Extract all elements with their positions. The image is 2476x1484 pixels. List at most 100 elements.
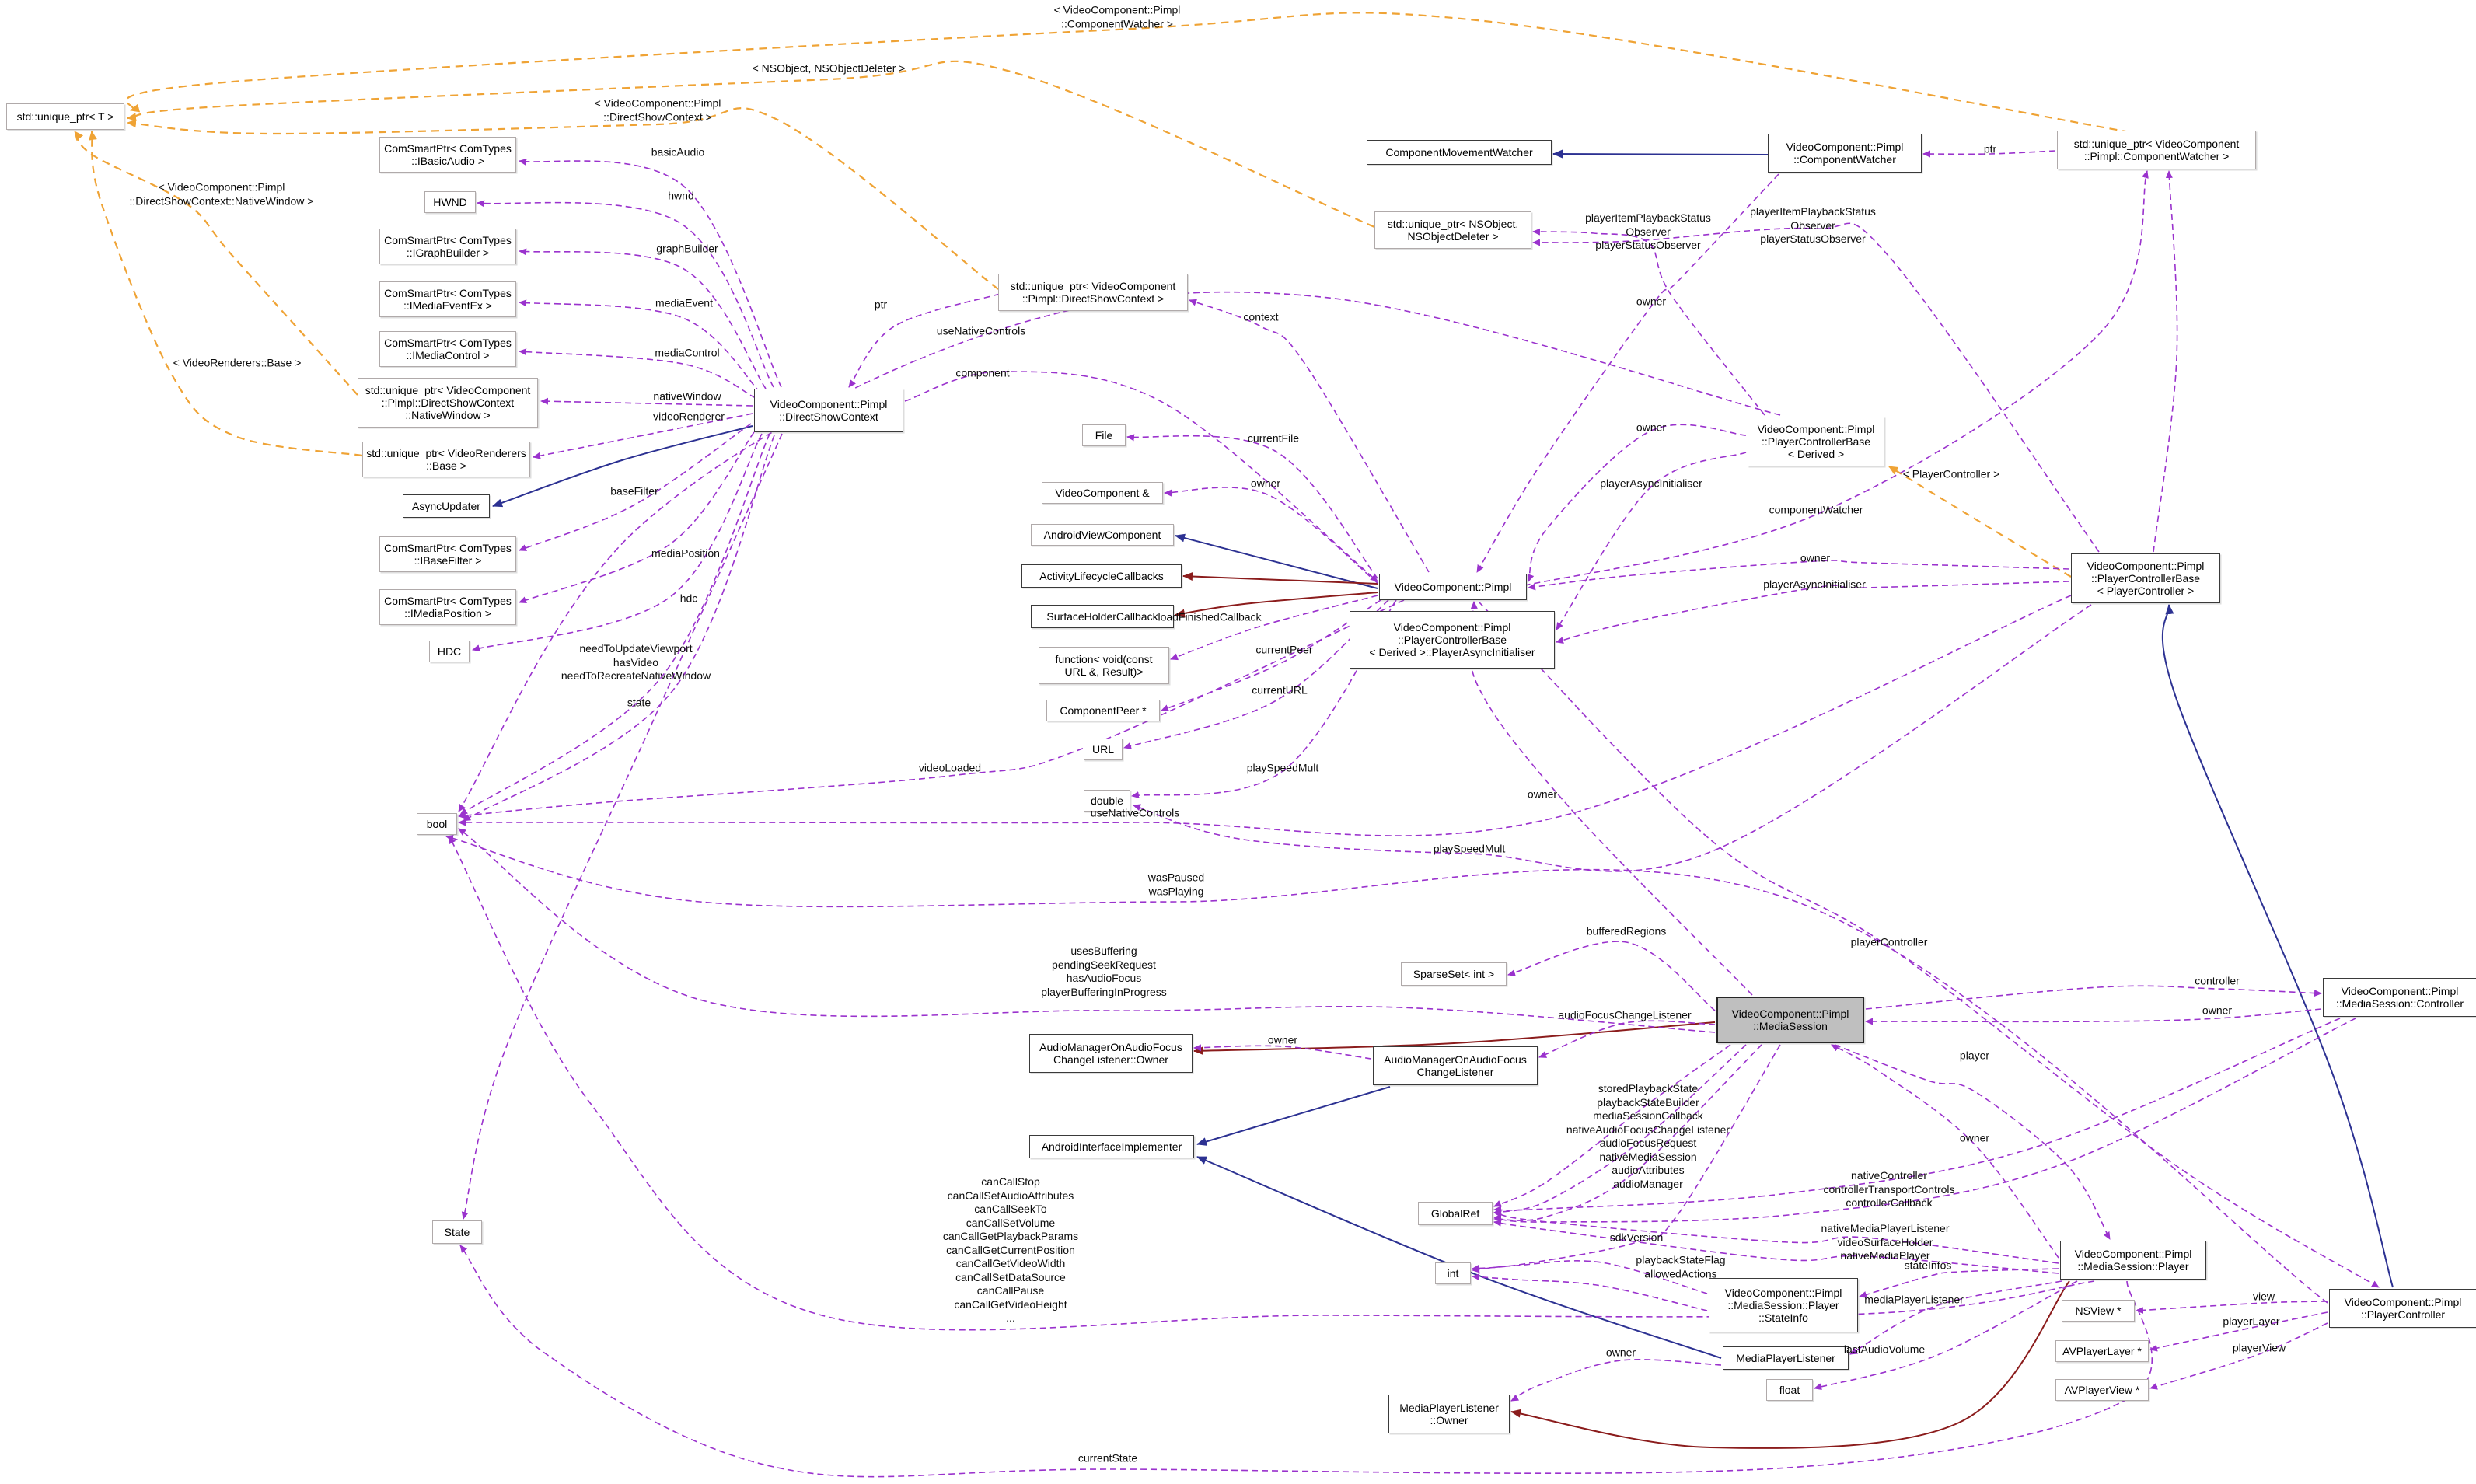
edge-pd [1532, 228, 1765, 416]
edge-label: hdc [679, 592, 698, 605]
edge-label: owner [2202, 1004, 2233, 1017]
node-playercontroller[interactable]: VideoComponent::Pimpl ::PlayerController [2329, 1289, 2476, 1328]
edge-pd [458, 828, 1716, 1033]
edge-label: playerItemPlaybackStatus Observer player… [1585, 211, 1711, 251]
edge-label: playerView [2232, 1341, 2286, 1354]
edge-pd [1472, 1273, 1708, 1311]
node-avplayerlayer-ptr: AVPlayerLayer * [2055, 1340, 2149, 1362]
node-activitylifecyclecallbacks[interactable]: ActivityLifecycleCallbacks [1021, 564, 1182, 588]
edge-pd [1538, 1020, 1716, 1058]
edge-pd [519, 248, 767, 389]
edge-label: useNativeControls [1090, 806, 1180, 819]
node-comsmartptr-imediaposition: ComSmartPtr< ComTypes ::IMediaPosition > [379, 589, 516, 625]
edge-pd [1510, 1359, 1722, 1402]
edge-label: nativeWindow [653, 389, 721, 403]
node-directshowcontext[interactable]: VideoComponent::Pimpl ::DirectShowContex… [754, 389, 903, 432]
node-videocomponent-ref: VideoComponent & [1042, 482, 1163, 504]
node-uptr-videorenderers-base: std::unique_ptr< VideoRenderers ::Base > [362, 442, 530, 477]
edge-bs [1552, 149, 1769, 159]
edge-bs [1175, 533, 1378, 589]
edge-pd [1493, 1219, 2059, 1274]
edge-pd [1193, 1044, 1372, 1060]
edge-label: bufferedRegions [1586, 924, 1667, 938]
edge-pd [519, 299, 761, 393]
node-componentpeer-ptr: ComponentPeer * [1046, 700, 1160, 721]
edge-pd [1527, 424, 1747, 582]
node-audiofocus-owner[interactable]: AudioManagerOnAudioFocus ChangeListener:… [1029, 1034, 1193, 1073]
node-file: File [1082, 424, 1126, 446]
edge-od [1888, 466, 2072, 578]
node-uptr-nativewindow: std::unique_ptr< VideoComponent ::Pimpl:… [358, 378, 538, 428]
edge-label: playSpeedMult [1433, 842, 1506, 855]
edge-label: owner [1959, 1131, 1990, 1144]
node-uptr-directshowcontext: std::unique_ptr< VideoComponent ::Pimpl:… [998, 274, 1188, 311]
node-comsmartptr-ibasefilter: ComSmartPtr< ComTypes ::IBaseFilter > [379, 536, 516, 572]
edge-pd [2153, 170, 2178, 553]
node-globalref: GlobalRef [1418, 1202, 1493, 1225]
node-asyncupdater[interactable]: AsyncUpdater [403, 494, 490, 518]
edge-label: owner [1800, 551, 1831, 564]
edge-label: needToUpdateViewport hasVideo needToRecr… [561, 641, 711, 682]
node-mediasession-player[interactable]: VideoComponent::Pimpl ::MediaSession::Pl… [2060, 1241, 2206, 1280]
node-comsmartptr-imediacontrol: ComSmartPtr< ComTypes ::IMediaControl > [379, 331, 516, 367]
node-mediaplayerlistener[interactable]: MediaPlayerListener [1723, 1346, 1849, 1370]
edge-label: view [2252, 1290, 2275, 1303]
node-mediasession[interactable]: VideoComponent::Pimpl ::MediaSession [1716, 997, 1864, 1043]
node-surfaceholdercallback[interactable]: SurfaceHolderCallback [1031, 605, 1174, 628]
edge-label: player [1959, 1049, 1990, 1062]
node-audiofocus-listener[interactable]: AudioManagerOnAudioFocus ChangeListener [1373, 1046, 1538, 1085]
edge-label: currentURL [1252, 683, 1308, 697]
node-float: float [1766, 1379, 1813, 1401]
node-mediaplayerlistener-owner[interactable]: MediaPlayerListener ::Owner [1388, 1395, 1510, 1433]
edge-pd [519, 431, 755, 603]
node-mediasession-controller[interactable]: VideoComponent::Pimpl ::MediaSession::Co… [2323, 978, 2476, 1017]
edge-label: mediaPosition [651, 546, 720, 560]
edge-label: loadFinishedCallback [1158, 610, 1262, 623]
node-state: State [432, 1220, 482, 1244]
edge-label: nativeMediaPlayerListener videoSurfaceHo… [1821, 1221, 1950, 1262]
edge-label: component [955, 366, 1010, 379]
edge-od [74, 131, 358, 396]
node-comsmartptr-ibasicaudio: ComSmartPtr< ComTypes ::IBasicAudio > [379, 137, 516, 173]
edge-label: playbackStateFlag allowedActions [1636, 1253, 1726, 1280]
node-playercontrollerbase-playercontroller[interactable]: VideoComponent::Pimpl ::PlayerController… [2071, 553, 2220, 603]
edge-label: owner [1605, 1346, 1636, 1359]
edge-pd [1164, 487, 1378, 584]
node-androidinterfaceimplementer[interactable]: AndroidInterfaceImplementer [1029, 1135, 1194, 1158]
node-pimpl[interactable]: VideoComponent::Pimpl [1379, 574, 1527, 600]
edge-pd [2149, 1322, 2328, 1390]
edge-label: mediaControl [655, 346, 720, 359]
node-playercontrollerbase-derived[interactable]: VideoComponent::Pimpl ::PlayerController… [1748, 417, 1884, 466]
node-androidviewcomponent: AndroidViewComponent [1031, 524, 1174, 546]
edge-label: baseFilter [610, 484, 658, 498]
edge-label: lastAudioVolume [1843, 1343, 1926, 1356]
edge-pd [2136, 1301, 2328, 1314]
edge-label: owner [1267, 1033, 1298, 1046]
edge-label: < NSObject, NSObjectDeleter > [752, 61, 906, 75]
edge-label: usesBuffering pendingSeekRequest hasAudi… [1041, 945, 1167, 998]
node-function-void-url-result: function< void(const URL &, Result)> [1039, 647, 1169, 684]
edge-label: playerAsyncInitialiser [1763, 578, 1866, 591]
edge-label: currentFile [1247, 431, 1300, 445]
edge-pd [1865, 1008, 2322, 1025]
edge-label: playerAsyncInitialiser [1600, 477, 1702, 490]
edge-label: owner [1636, 295, 1667, 308]
node-comsmartptr-imediaeventex: ComSmartPtr< ComTypes ::IMediaEventEx > [379, 281, 516, 317]
node-componentwatcher[interactable]: VideoComponent::Pimpl ::ComponentWatcher [1768, 134, 1922, 173]
node-componentmovementwatcher[interactable]: ComponentMovementWatcher [1367, 140, 1552, 165]
edge-label: owner [1636, 421, 1667, 434]
node-playerasyncinitialiser[interactable]: VideoComponent::Pimpl ::PlayerController… [1350, 611, 1555, 669]
node-url: URL [1084, 739, 1123, 760]
node-player-stateinfo[interactable]: VideoComponent::Pimpl ::MediaSession::Pl… [1709, 1278, 1858, 1332]
edge-label: stateInfos [1904, 1259, 1952, 1272]
edge-label: playerLayer [2223, 1315, 2280, 1328]
edge-pd [904, 371, 1378, 582]
edge-label: playerController [1850, 935, 1928, 948]
edge-label: nativeController controllerTransportCont… [1823, 1168, 1955, 1209]
node-hdc: HDC [429, 641, 470, 662]
edge-pd [1865, 985, 2322, 1010]
edge-label: currentPeer [1255, 643, 1313, 656]
edge-label: videoRenderer [653, 410, 725, 423]
node-bool: bool [417, 813, 457, 835]
